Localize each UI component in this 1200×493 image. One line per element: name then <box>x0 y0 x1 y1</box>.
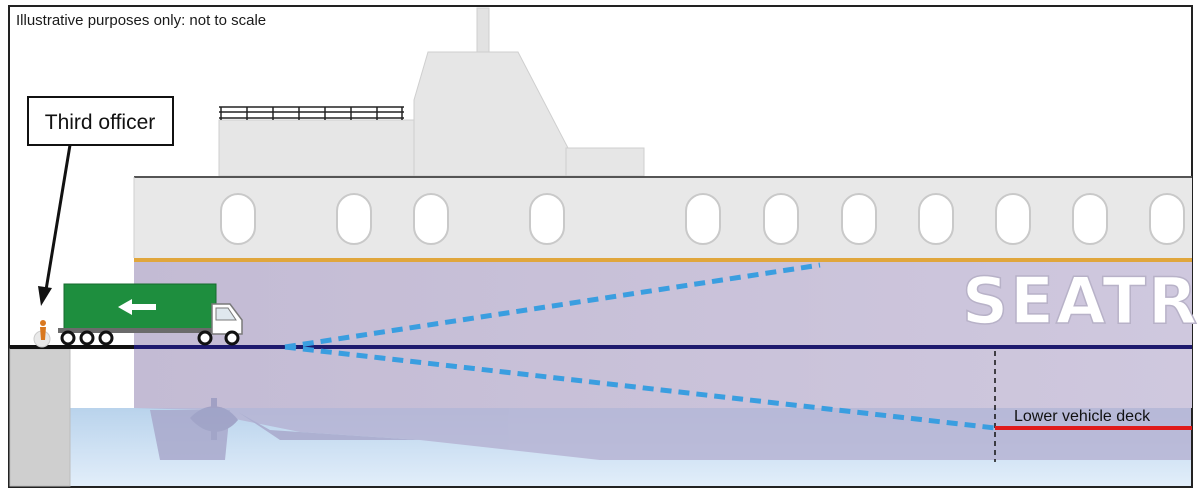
truck-wheels <box>60 330 240 346</box>
portholes <box>220 193 1185 245</box>
officer-label: Third officer <box>45 111 156 134</box>
bridge-deckhouse <box>218 119 415 177</box>
quay-wall <box>9 348 71 487</box>
person-icon <box>33 320 51 348</box>
callout-arrowhead <box>38 286 52 306</box>
arrow-left-icon <box>118 299 156 315</box>
underwater-hull <box>134 398 1191 460</box>
hull-stripe <box>134 258 1192 262</box>
bridge-railing <box>219 106 404 120</box>
callout-arrow-line <box>44 144 72 291</box>
lower-vehicle-deck-label: Lower vehicle deck <box>1014 408 1151 425</box>
superstructure <box>134 176 1192 258</box>
aft-deckhouse <box>565 147 645 177</box>
officer-callout-box <box>27 96 174 146</box>
disclaimer-text: Illustrative purposes only: not to scale <box>16 12 266 29</box>
hull <box>134 262 1192 408</box>
ship-name: SEATRU <box>962 265 1200 339</box>
mast <box>476 7 490 57</box>
sight-lines <box>284 262 996 431</box>
truck-icon <box>58 283 243 346</box>
